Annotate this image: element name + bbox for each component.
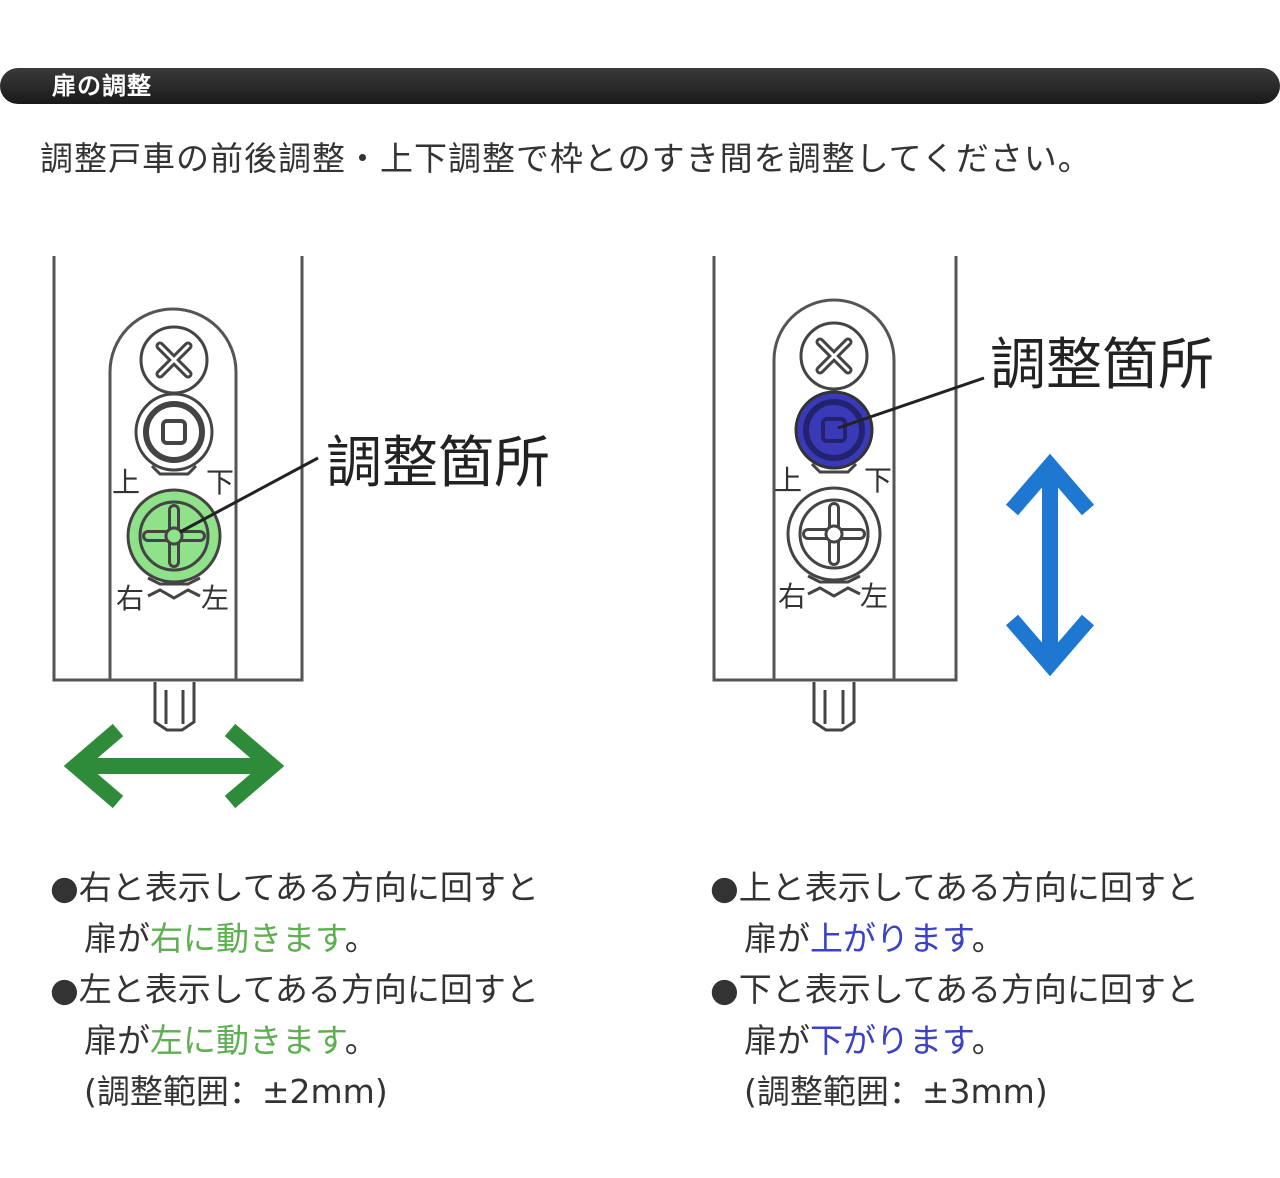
- right-note-line-4: 扉が下がります。: [744, 1021, 1005, 1060]
- left-note-line-3: ●左と表示してある方向に回すと: [50, 970, 539, 1009]
- right-note-line-2: 扉が上がります。: [744, 919, 1005, 958]
- left-roller-icon: [153, 682, 196, 732]
- left-note-line-2: 扉が右に動きます。: [84, 919, 378, 958]
- left-horizontal-arrow-icon: [63, 723, 285, 809]
- right-notes: ●上と表示してある方向に回すと 扉が上がります。 ●下と表示してある方向に回すと…: [710, 862, 1199, 1117]
- left-adjust-screw-icon: [126, 488, 222, 586]
- right-right-label: 右: [778, 580, 806, 613]
- section-title: 扉の調整: [52, 72, 152, 100]
- left-right-label: 右: [116, 582, 144, 615]
- left-note-line-4: 扉が左に動きます。: [84, 1021, 378, 1060]
- section-header-bar: 扉の調整: [0, 68, 1280, 104]
- right-door-frame: [712, 256, 958, 682]
- right-frontback-screw-icon: [786, 486, 882, 584]
- left-callout-label: 調整箇所: [326, 431, 550, 496]
- right-roller-icon: [812, 682, 856, 732]
- left-left-label: 左: [201, 582, 229, 615]
- left-down-label: 下: [206, 466, 234, 499]
- right-note-line-3: ●下と表示してある方向に回すと: [710, 970, 1199, 1009]
- right-up-label: 上: [774, 464, 802, 497]
- left-callout-leader: [179, 456, 319, 534]
- left-door-diagram: 上 下 右 左 調整箇所: [52, 256, 550, 809]
- right-left-label: 左: [860, 580, 888, 613]
- right-down-label: 下: [864, 464, 892, 497]
- left-fixing-screw-icon: [139, 325, 209, 395]
- left-updown-screw-icon: [134, 392, 214, 476]
- right-roller-plate: [772, 298, 896, 680]
- left-notes: ●右と表示してある方向に回すと 扉が右に動きます。 ●左と表示してある方向に回す…: [50, 862, 539, 1117]
- left-adjust-range: (調整範囲：±2mm): [84, 1072, 388, 1111]
- right-callout-leader: [837, 376, 985, 430]
- left-note-line-1: ●右と表示してある方向に回すと: [50, 868, 539, 907]
- right-adjust-screw-icon: [794, 390, 874, 474]
- left-roller-plate: [108, 307, 238, 680]
- left-up-label: 上: [112, 466, 140, 499]
- right-adjust-range: (調整範囲：±3mm): [744, 1072, 1048, 1111]
- right-note-line-1: ●上と表示してある方向に回すと: [710, 868, 1199, 907]
- right-vertical-arrow-icon: [1005, 453, 1095, 677]
- right-door-diagram: 上 下 右 左 調整箇所: [712, 256, 1214, 732]
- right-callout-label: 調整箇所: [990, 333, 1214, 398]
- right-fixing-screw-icon: [799, 321, 869, 391]
- intro-text: 調整戸車の前後調整・上下調整で枠とのすき間を調整してください。: [40, 139, 1092, 178]
